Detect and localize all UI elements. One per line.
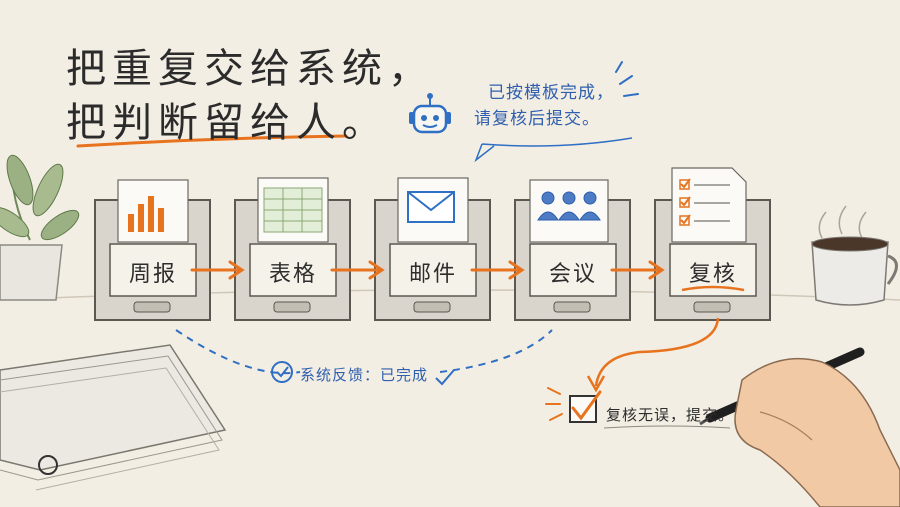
checklist-icon: [679, 178, 730, 226]
potted-plant-icon: [0, 154, 80, 301]
envelope-icon: [407, 191, 455, 223]
headline-line-2: 把判断留给人。: [66, 100, 388, 146]
speech-bubble-outline: [474, 137, 633, 163]
flow-arrow-4: [610, 260, 665, 280]
review-arrow: [594, 317, 720, 387]
notebook-icon: [0, 344, 227, 491]
checked-checkbox-icon: [569, 390, 602, 423]
feedback-dashed-curve: [175, 329, 553, 375]
coffee-cup-icon: [811, 205, 898, 306]
system-feedback-text: 系统反馈：已完成: [300, 366, 429, 384]
people-icon: [537, 191, 601, 221]
flow-arrow-3: [470, 260, 525, 280]
attention-marks: [615, 61, 639, 97]
box-label-meeting: 会议: [548, 262, 597, 287]
hand-writing-icon: [699, 347, 900, 507]
file-box-email: [374, 177, 491, 321]
bar-chart-icon: [128, 196, 164, 232]
flow-arrow-2: [330, 260, 385, 280]
file-box-weekly-report: [94, 179, 211, 321]
flow-arrows: [190, 260, 665, 280]
review-underline: [681, 285, 745, 292]
headline-underline: [76, 134, 348, 148]
box-label-email: 邮件: [408, 262, 457, 287]
file-box-review: [654, 167, 771, 321]
note-underline: [603, 425, 731, 429]
emphasis-marks: [545, 387, 563, 421]
box-label-spreadsheet: 表格: [268, 262, 317, 287]
bot-message-line-2: 请复核后提交。: [474, 109, 600, 129]
review-note-text: 复核无误，提交。: [606, 406, 735, 424]
flow-arrow-1: [190, 260, 245, 280]
file-box-meeting: [514, 179, 631, 321]
robot-icon: [409, 93, 451, 134]
bot-message-line-1: 已按模板完成，: [488, 83, 614, 103]
spreadsheet-icon: [263, 187, 323, 233]
headline-line-1: 把重复交给系统，: [66, 46, 434, 92]
box-label-review: 复核: [688, 262, 737, 287]
checkmark-icon: [435, 369, 455, 386]
check-circle-icon: [271, 361, 293, 383]
box-label-weekly-report: 周报: [128, 262, 177, 287]
file-box-spreadsheet: [234, 177, 351, 321]
